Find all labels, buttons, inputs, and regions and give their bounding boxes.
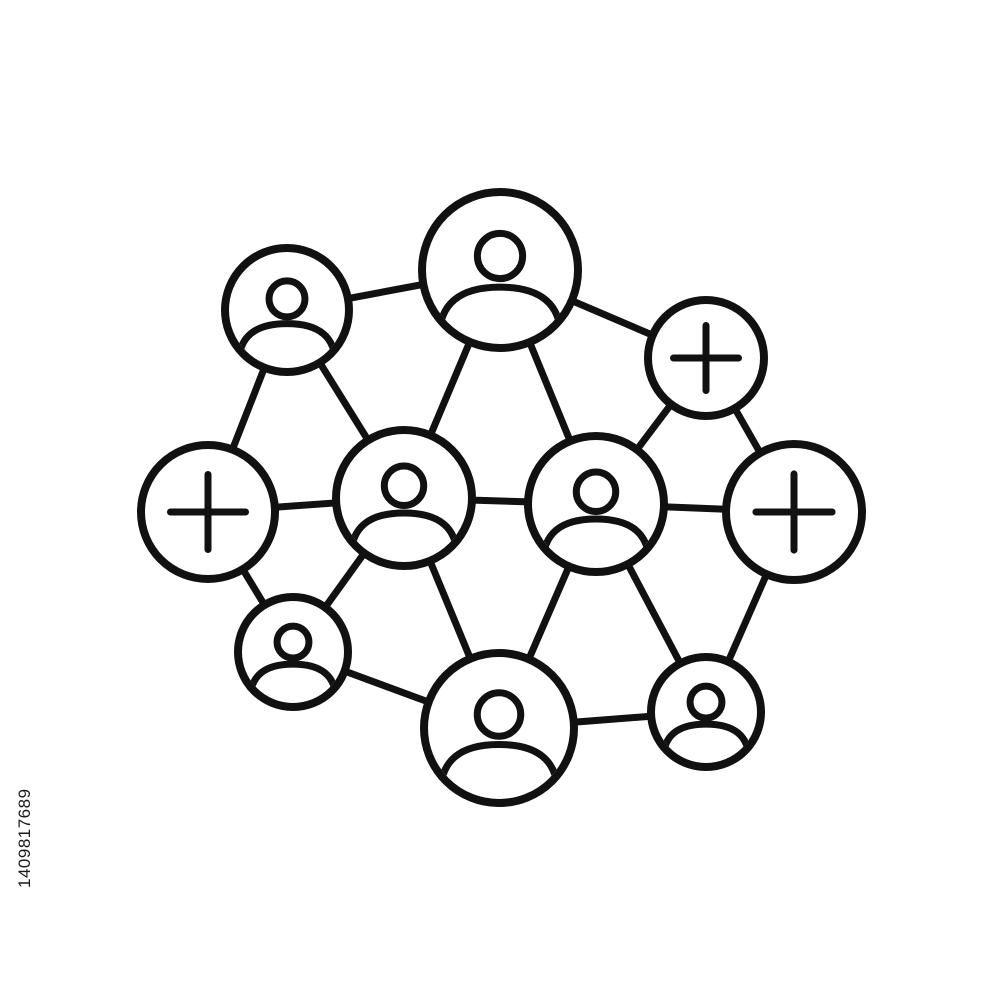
- node-user-center-right: [524, 432, 668, 576]
- node-ring: [332, 426, 476, 570]
- user-icon: [659, 682, 753, 763]
- node-user-bottom-left: [234, 593, 352, 711]
- node-add-left: [137, 441, 279, 583]
- user-icon: [539, 468, 653, 567]
- user-icon: [246, 622, 340, 703]
- user-icon: [435, 229, 565, 342]
- node-ring: [418, 188, 582, 352]
- node-add-right: [722, 440, 866, 584]
- plus-icon: [752, 470, 836, 554]
- user-icon: [347, 462, 461, 561]
- node-ring: [221, 244, 353, 376]
- user-icon: [235, 277, 339, 368]
- node-ring: [420, 649, 578, 807]
- node-ring: [524, 432, 668, 576]
- node-user-bottom-center: [420, 649, 578, 807]
- user-icon: [437, 689, 561, 797]
- node-user-top-center: [418, 188, 582, 352]
- node-ring: [647, 653, 765, 771]
- stock-id-watermark: 1409817689: [15, 788, 34, 888]
- stock-id-text: 1409817689: [15, 788, 34, 888]
- plus-icon: [166, 470, 250, 554]
- node-add-top-right: [644, 296, 768, 420]
- node-ring: [234, 593, 352, 711]
- network-nodes: [137, 188, 866, 807]
- plus-icon: [670, 322, 742, 394]
- node-user-top-left: [221, 244, 353, 376]
- node-user-bottom-right: [647, 653, 765, 771]
- node-user-center-left: [332, 426, 476, 570]
